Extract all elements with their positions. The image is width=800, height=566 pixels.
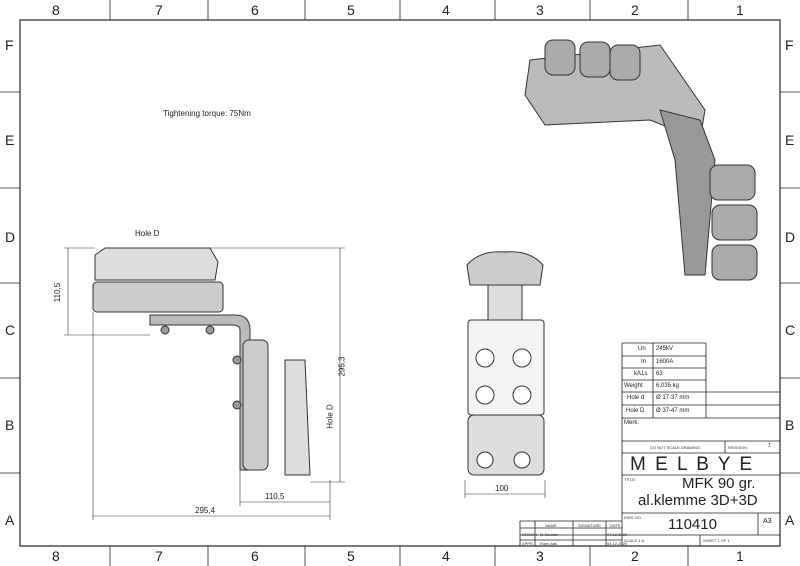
spec-value: 245kV — [656, 346, 674, 352]
zone-col-1-bottom: 1 — [736, 548, 744, 564]
zone-row-f-left: F — [5, 37, 14, 53]
spec-label: Hole d — [627, 395, 645, 401]
zone-col-2-top: 2 — [631, 2, 639, 18]
spec-value: 1600A — [656, 359, 674, 365]
sheet-number: SHEET 1 OF 1 — [703, 538, 730, 543]
zone-col-4-top: 4 — [442, 2, 450, 18]
zone-col-4-bottom: 4 — [442, 548, 450, 564]
approved-name: Egen Aas — [540, 541, 558, 546]
dim-bottom-short: 110,5 — [265, 492, 285, 501]
zone-row-e-left: E — [5, 132, 15, 148]
hole-d-label-side: Hole D — [325, 404, 335, 429]
scale: SCALE 1:5 — [624, 538, 644, 543]
spec-label: Hole D — [626, 408, 645, 414]
dim-bottom-total: 295,4 — [195, 506, 216, 515]
isometric-view — [524, 39, 758, 281]
zone-row-b-left: B — [5, 417, 15, 433]
dim-total-height: 295,3 — [337, 356, 347, 377]
dim-left-height: 110,5 — [53, 282, 63, 303]
do-not-scale-note: DO NOT SCALE DRAWING — [650, 445, 701, 450]
front-view — [466, 251, 545, 476]
drawn-name: M.Sandler — [540, 532, 559, 537]
zone-col-7-top: 7 — [155, 2, 163, 18]
header-date: DATE — [610, 523, 621, 528]
drawn-role: DRAWN — [522, 532, 537, 537]
header-signature: SIGNATURE — [578, 523, 602, 528]
zone-col-8-bottom: 8 — [52, 548, 60, 564]
title-block-grid — [519, 342, 780, 546]
spec-value: Ø 37-47 mm — [656, 408, 690, 414]
zone-row-c-right: C — [785, 322, 796, 338]
zone-col-2-bottom: 2 — [631, 548, 639, 564]
mark-label: Merk: — [624, 420, 639, 426]
zone-row-e-right: E — [785, 132, 795, 148]
revision-label: REVISION — [728, 445, 748, 450]
zone-col-1-top: 1 — [736, 2, 744, 18]
zone-row-f-right: F — [785, 37, 794, 53]
dim-front-width: 100 — [495, 484, 509, 493]
zone-col-3-top: 3 — [536, 2, 544, 18]
approved-role: APPR. — [522, 541, 535, 546]
spec-value: 6,035 kg — [656, 383, 680, 389]
side-view — [92, 247, 311, 476]
spec-label: Un — [638, 346, 646, 352]
drawing-number: 110410 — [668, 516, 717, 533]
dwg-no-label: DWG NO. — [624, 515, 642, 520]
zone-col-8-top: 8 — [52, 2, 60, 18]
zone-row-a-left: A — [5, 512, 15, 528]
company-logo: M E L B Y E — [630, 454, 755, 475]
drawing-title-line1: MFK 90 gr. — [682, 475, 756, 492]
sheet-size: A3 — [763, 518, 772, 525]
spec-label: kA1s — [634, 371, 648, 377]
zone-row-a-right: A — [785, 512, 795, 528]
zone-row-d-left: D — [5, 229, 16, 245]
hole-d-label-top: Hole D — [135, 229, 160, 238]
zone-col-6-bottom: 6 — [251, 548, 259, 564]
spec-value: Ø 17-37 mm — [656, 395, 690, 401]
zone-col-5-bottom: 5 — [347, 548, 355, 564]
zone-row-c-left: C — [5, 322, 16, 338]
spec-label: Weight — [624, 383, 643, 389]
header-name: NAME — [545, 523, 557, 528]
zone-col-3-bottom: 3 — [536, 548, 544, 564]
drawn-date: 04.12.2020 — [607, 532, 628, 537]
zone-col-6-top: 6 — [251, 2, 259, 18]
zone-row-d-right: D — [785, 229, 796, 245]
zone-row-b-right: B — [785, 417, 795, 433]
title-label: TITLE: — [624, 477, 637, 482]
spec-label: In — [641, 359, 647, 365]
torque-note: Tightening torque: 75Nm — [163, 109, 251, 118]
zone-col-7-bottom: 7 — [155, 548, 163, 564]
approved-date: 04.12.2020 — [607, 541, 628, 546]
drawing-title-line2: al.klemme 3D+3D — [638, 492, 758, 509]
revision-value: 1 — [768, 443, 771, 449]
spec-value: 63 — [656, 371, 663, 377]
zone-col-5-top: 5 — [347, 2, 355, 18]
